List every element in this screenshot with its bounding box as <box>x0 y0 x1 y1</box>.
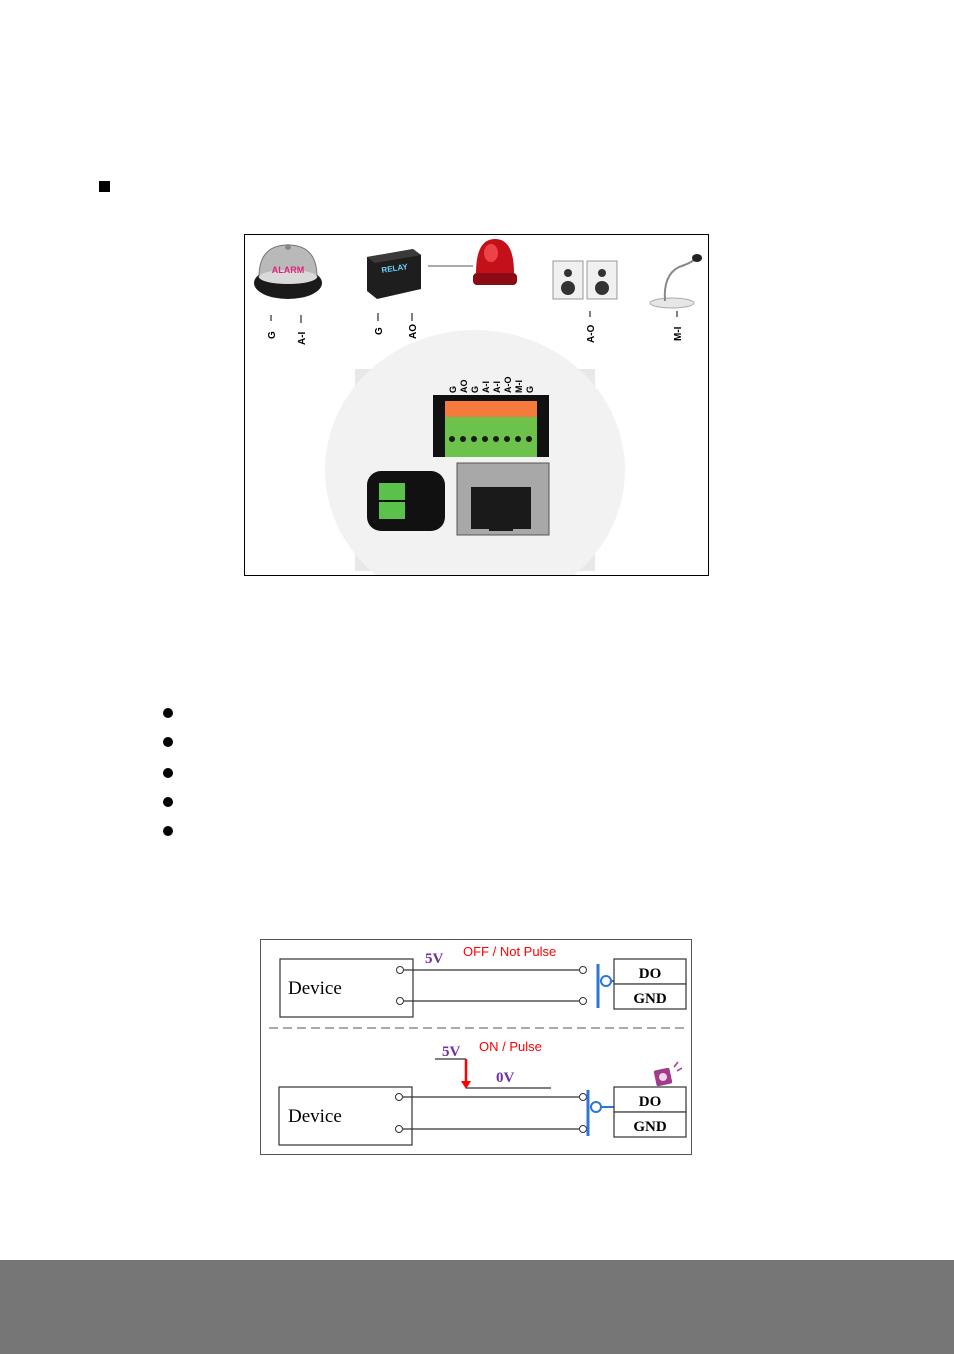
bell-label: ALARM <box>272 265 305 275</box>
terminal-do-on: DO <box>639 1094 662 1110</box>
beacon-light-icon <box>473 239 517 285</box>
off-state-diagram: Device 5V OFF / Not Pulse DO GND <box>279 944 687 1018</box>
label-ao-speaker: A-O <box>586 324 597 343</box>
device-label-off: Device <box>288 978 342 999</box>
list-bullet-1 <box>163 708 173 718</box>
io-wiring-illustration: ALARM RELAY <box>254 239 702 610</box>
state-label-off: OFF / Not Pulse <box>463 944 556 959</box>
camera-io-panel: G AO G A-I A-I A-O M-I G <box>325 330 625 610</box>
voltage-low-label: 0V <box>496 1070 515 1086</box>
list-bullet-5 <box>163 826 173 836</box>
speaker-icon <box>552 260 618 300</box>
on-state-diagram: Device 5V 0V ON / Pulse <box>278 1039 687 1146</box>
do-pulse-diagram: Device 5V OFF / Not Pulse DO GND Device <box>260 939 692 1155</box>
page-footer <box>0 1260 954 1354</box>
do-pulse-illustration: Device 5V OFF / Not Pulse DO GND Device <box>269 944 689 1146</box>
relay-label: RELAY <box>381 262 409 275</box>
terminal-label-3: G <box>470 386 480 393</box>
relay-icon: RELAY <box>367 249 421 299</box>
device-box-on <box>278 1086 413 1146</box>
terminal-label-1: G <box>448 386 458 393</box>
device-box-off <box>279 958 414 1018</box>
terminal-label-8: G <box>525 386 535 393</box>
label-ao-relay: AO <box>408 324 419 339</box>
list-bullet-3 <box>163 768 173 778</box>
terminal-label-4: A-I <box>481 381 491 393</box>
voltage-high-label: 5V <box>442 1044 461 1060</box>
label-mi-mic: M-I <box>673 326 684 341</box>
alarm-sound-icon <box>653 1061 683 1087</box>
terminal-label-2: AO <box>459 380 469 394</box>
list-bullet-4 <box>163 797 173 807</box>
device-label-on: Device <box>288 1106 342 1127</box>
terminal-label-6: A-O <box>503 377 513 394</box>
microphone-icon <box>649 254 702 309</box>
terminal-label-7: M-I <box>514 380 524 393</box>
state-label-on: ON / Pulse <box>479 1039 542 1054</box>
terminal-gnd-on: GND <box>633 1119 667 1135</box>
label-g-relay: G <box>374 327 385 335</box>
alarm-bell-icon: ALARM <box>254 244 322 299</box>
io-wiring-figure: ALARM RELAY <box>244 234 709 610</box>
terminal-do-off: DO <box>639 966 662 982</box>
terminal-gnd-off: GND <box>633 991 667 1007</box>
label-g-bell: G <box>267 331 278 339</box>
section-square-bullet <box>99 181 110 192</box>
device-pin-labels: G A-I G AO A-O M-I <box>267 311 684 345</box>
label-ai-bell: A-I <box>297 331 308 345</box>
list-bullet-2 <box>163 737 173 747</box>
voltage-label-off: 5V <box>425 951 444 967</box>
terminal-label-5: A-I <box>492 381 502 393</box>
